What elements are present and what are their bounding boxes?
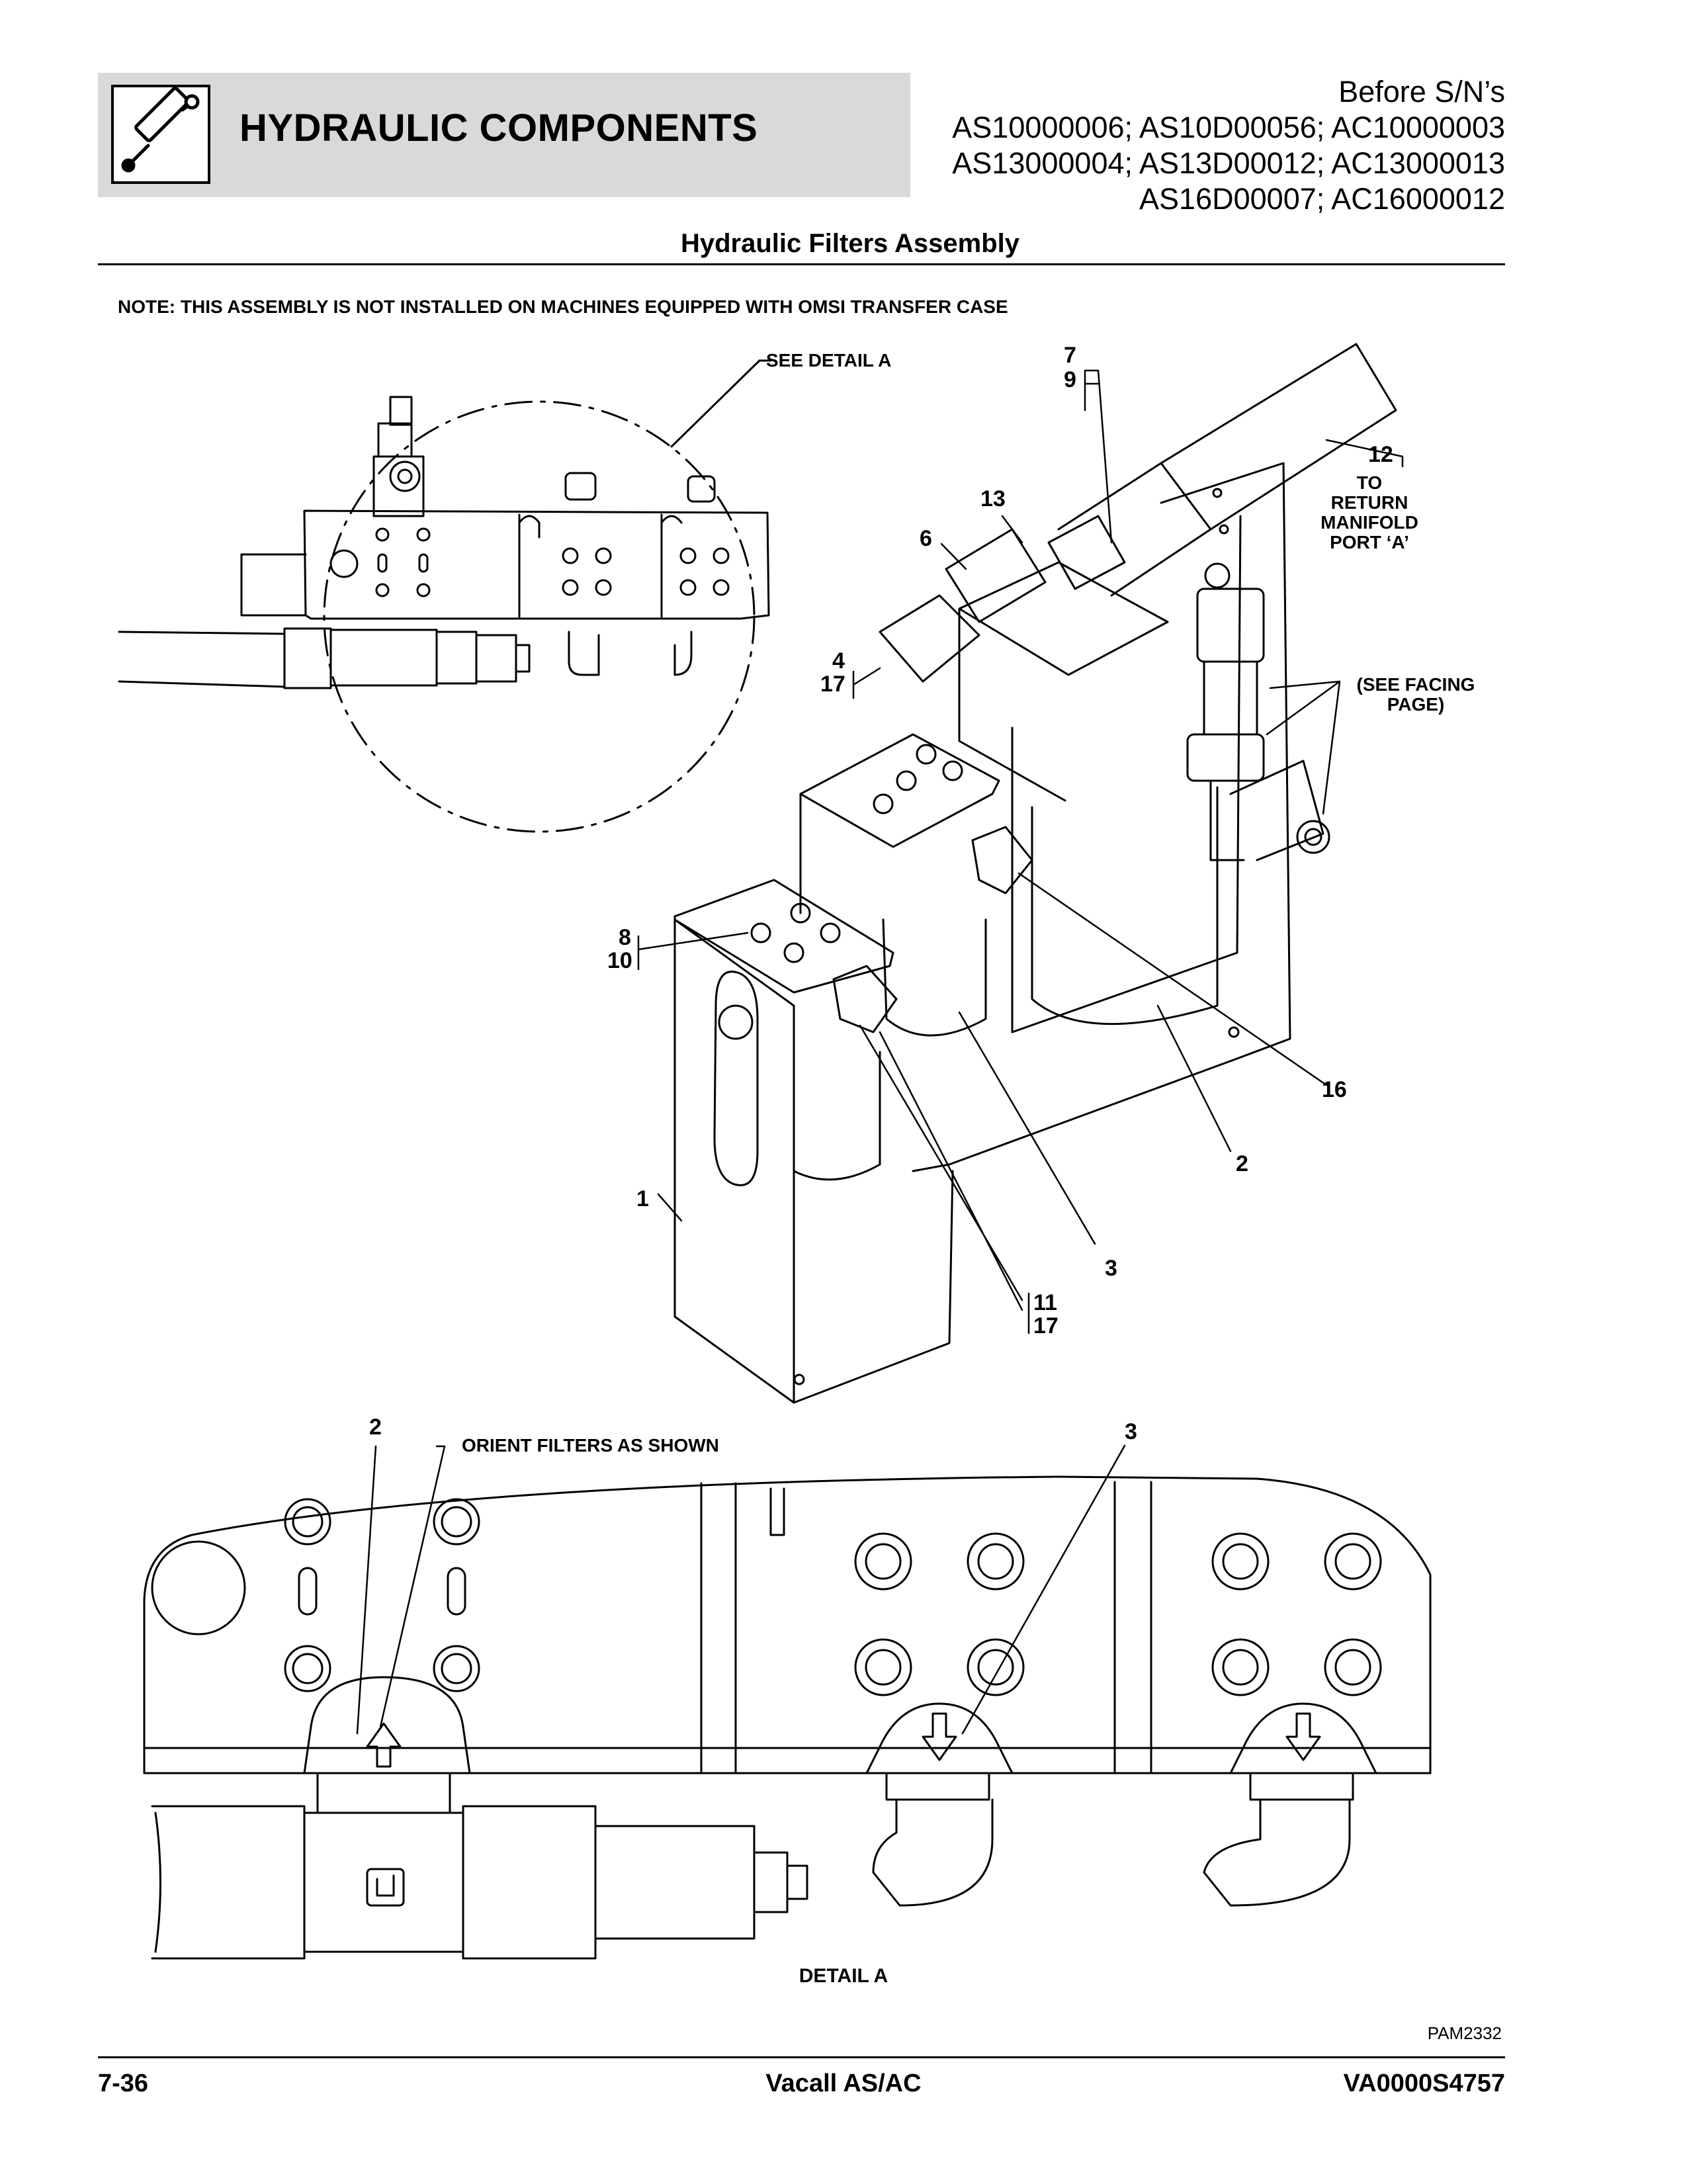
document-number: VA0000S4757	[1343, 2070, 1505, 2097]
return-line: MANIFOLD	[1320, 512, 1418, 533]
callout-item-11: 11	[1033, 1290, 1057, 1315]
section-title: HYDRAULIC COMPONENTS	[239, 107, 758, 150]
return-line: TO RETURN	[1330, 472, 1408, 513]
callout-item-10: 10	[607, 948, 632, 973]
footer-rule	[98, 2056, 1505, 2058]
callout-item-17: 17	[820, 672, 845, 697]
callout-item-9: 9	[1064, 367, 1076, 392]
callout-item-6: 6	[920, 526, 932, 551]
callout-item-2: 2	[1236, 1151, 1248, 1176]
header-rule	[98, 263, 1505, 265]
drawing-id: PAM2332	[1427, 2023, 1502, 2043]
callout-detail-item-2: 2	[369, 1415, 382, 1440]
hydraulic-cylinder-icon	[111, 85, 210, 184]
callout-item-17: 17	[1033, 1313, 1059, 1338]
callout-item-4: 4	[832, 648, 845, 674]
callout-detail-item-3: 3	[1125, 1419, 1137, 1444]
page-number: 7-36	[98, 2070, 149, 2097]
callout-see-facing-page: (SEE FACING PAGE)	[1350, 675, 1482, 715]
see-facing-line: PAGE)	[1387, 694, 1445, 715]
header-banner	[98, 73, 910, 197]
manifold-top-view	[118, 396, 770, 833]
callout-item-16: 16	[1322, 1077, 1347, 1102]
callout-return-manifold: TO RETURN MANIFOLD PORT ‘A’	[1317, 473, 1422, 552]
serial-line: AS13000004; AS13D00012; AC13000013	[952, 146, 1505, 180]
manual-title: Vacall AS/AC	[765, 2070, 922, 2097]
callout-item-1: 1	[636, 1186, 649, 1211]
leader-lines	[637, 369, 1404, 1334]
callout-orient-filters: ORIENT FILTERS AS SHOWN	[462, 1435, 719, 1456]
filter-assembly-iso	[673, 343, 1397, 1404]
serial-line: Before S/N’s	[1338, 75, 1505, 109]
serial-line: AS10000006; AS10D00056; AC10000003	[952, 110, 1505, 144]
callout-item-3: 3	[1105, 1256, 1117, 1281]
callout-item-8: 8	[619, 925, 631, 950]
serial-line: AS16D00007; AC16000012	[1139, 182, 1505, 216]
serial-number-block: Before S/N’s AS10000006; AS10D00056; AC1…	[952, 74, 1505, 217]
detail-a-view	[143, 1475, 1432, 1960]
detail-a-label: DETAIL A	[799, 1965, 888, 1987]
detail-leader-lines	[356, 1444, 1126, 1735]
assembly-note: NOTE: THIS ASSEMBLY IS NOT INSTALLED ON …	[118, 296, 1008, 317]
callout-item-12: 12	[1368, 442, 1393, 467]
callout-item-7: 7	[1064, 343, 1076, 368]
callout-see-detail-a: SEE DETAIL A	[766, 350, 892, 371]
page-heading: Hydraulic Filters Assembly	[680, 229, 1020, 258]
return-line: PORT ‘A’	[1330, 532, 1409, 552]
see-facing-line: (SEE FACING	[1356, 674, 1475, 695]
callout-item-13: 13	[980, 486, 1006, 511]
